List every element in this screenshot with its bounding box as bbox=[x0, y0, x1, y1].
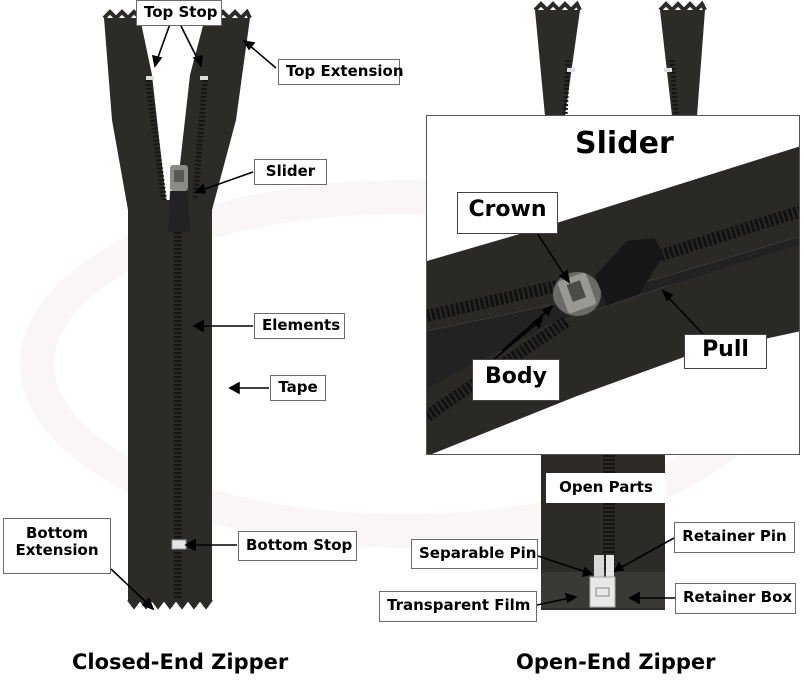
label-open-parts: Open Parts bbox=[546, 473, 666, 503]
label-body: Body bbox=[472, 359, 560, 401]
label-bottom-stop: Bottom Stop bbox=[238, 531, 357, 561]
slider-detail-panel: Slider Crown Body Pull bbox=[426, 115, 800, 455]
label-retainer-pin: Retainer Pin bbox=[674, 522, 795, 553]
label-transparent-film: Transparent Film bbox=[379, 591, 537, 622]
caption-open-end: Open-End Zipper bbox=[516, 650, 716, 674]
caption-closed-end: Closed-End Zipper bbox=[72, 650, 289, 674]
label-retainer-box: Retainer Box bbox=[675, 583, 796, 614]
label-bottom-extension: Bottom Extension bbox=[3, 518, 111, 574]
label-top-extension: Top Extension bbox=[278, 59, 404, 85]
label-tape: Tape bbox=[270, 375, 326, 401]
label-separable-pin: Separable Pin bbox=[411, 539, 538, 569]
label-slider: Slider bbox=[254, 159, 327, 185]
label-elements: Elements bbox=[254, 313, 345, 339]
label-pull: Pull bbox=[684, 334, 767, 369]
slider-detail-title: Slider bbox=[575, 126, 674, 161]
label-crown: Crown bbox=[457, 192, 558, 234]
label-top-stop: Top Stop bbox=[136, 0, 222, 26]
